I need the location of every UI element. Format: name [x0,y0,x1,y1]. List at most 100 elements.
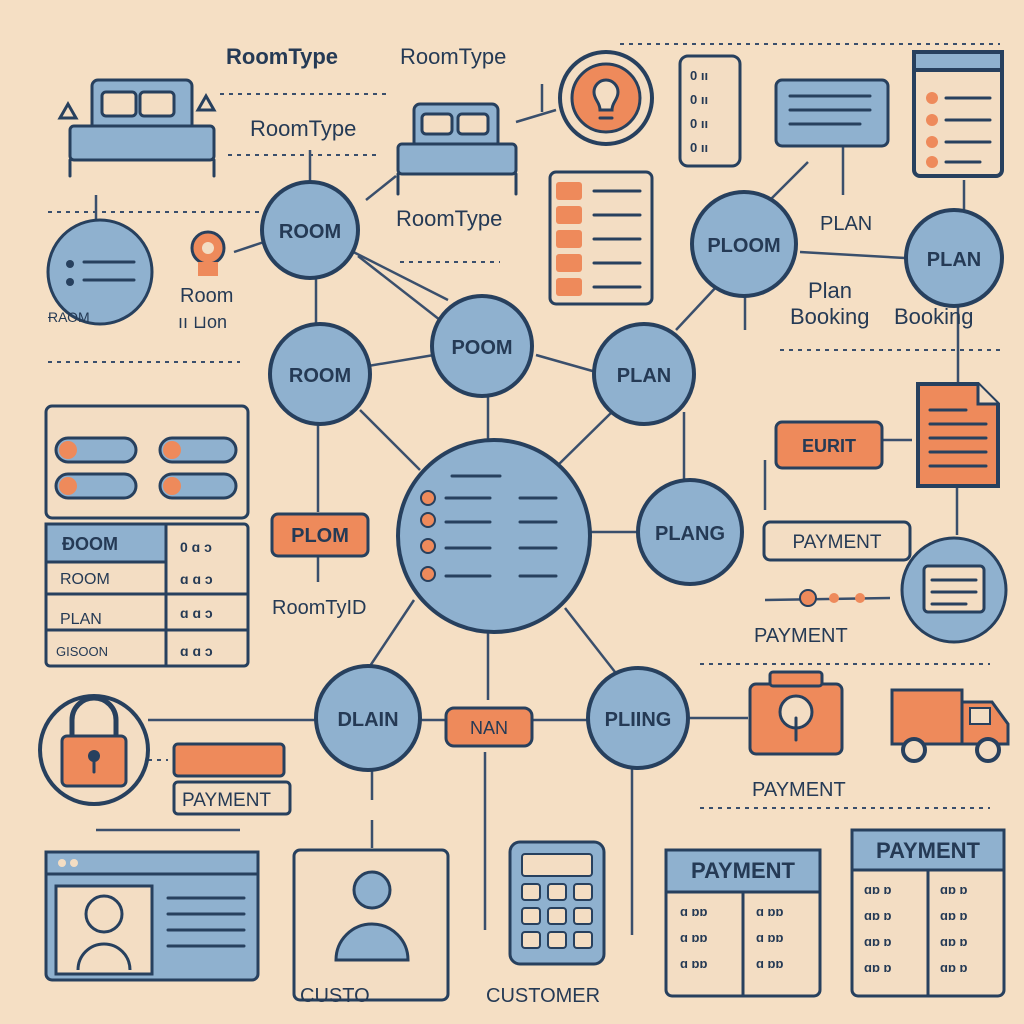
customer-box [292,848,450,1002]
truck-icon [890,688,1010,763]
plan-top-label: PLAN [820,213,872,235]
roomtype-label-under: RoomType [250,116,356,141]
svg-text:0 ıı: 0 ıı [690,140,708,155]
node-room-a-label: ROOM [279,221,341,243]
customer-right-label: CUSTOMER [486,985,600,1007]
node-poom[interactable]: POOM [430,294,534,398]
bed-icon [68,78,216,178]
window-circle-icon [900,536,1008,644]
bed-icon [396,102,518,196]
lightbulb-icon [558,50,654,146]
node-dlain[interactable]: DLAIN [314,664,422,772]
plan-booking-label: Plan [808,278,852,303]
document-icon [912,50,1004,178]
node-poom-label: POOM [451,337,512,359]
nan-pill[interactable]: NAN [444,706,534,748]
node-dlain-label: DLAIN [337,709,398,731]
eurit-pill[interactable]: EURIT [774,420,884,470]
node-plang[interactable]: PLANG [636,478,744,586]
value-list-card: 0 ıı 0 ıı 0 ıı 0 ıı [678,54,742,168]
svg-text:ɑ ɒɒ: ɑ ɒɒ [680,956,707,971]
svg-text:0 ɑ ɔ: 0 ɑ ɔ [180,539,212,555]
table-row: PLAN [60,611,102,628]
pin-icon [190,230,226,276]
node-room-b[interactable]: ROOM [268,322,372,426]
customer-left-label: CUSTO [300,985,370,1007]
node-room-a[interactable]: ROOM [260,180,360,280]
svg-text:0 ıı: 0 ıı [690,92,708,107]
payment-right-label: PAYMENT [754,625,848,647]
node-pliing[interactable]: PLIING [586,666,690,770]
roomtype-label-bed: RoomType [396,206,502,231]
booking-label-1: Booking [790,304,870,329]
room-page-faint: ɌАОМ [48,309,90,325]
svg-text:ɑ ɒɒ: ɑ ɒɒ [756,904,783,919]
toggle-panel [44,404,250,520]
svg-text:ɑɒ ɒ: ɑɒ ɒ [940,908,967,923]
svg-text:ɑ ɒɒ: ɑ ɒɒ [680,930,707,945]
table-row: ÐOOM [62,534,118,554]
svg-text:ɑɒ ɒ: ɑɒ ɒ [864,934,891,949]
list-circle-icon [46,218,154,326]
payment-lower-label: PAYMENT [752,779,846,801]
roomtyid-label: RoomTyID [272,597,366,619]
room-side-sublabel: ıı ⊔on [178,312,227,332]
eurit-pill-label: EURIT [802,436,856,456]
drop-icon [57,92,217,120]
plom-pill-label: PLOM [291,525,349,547]
svg-text:0 ıı: 0 ıı [690,68,708,83]
room-table: ÐOOM ROOM PLAN GISOON 0 ɑ ɔ ɑ ɑ ɔ ɑ ɑ ɔ … [44,522,250,668]
node-plan-b[interactable]: PLAN [592,322,696,426]
payment-card2-title: PAYMENT [876,838,980,863]
lock-icon [38,694,150,806]
icon-list-card [548,170,654,306]
svg-text:ɑɒ ɒ: ɑɒ ɒ [940,882,967,897]
svg-text:0 ıı: 0 ıı [690,116,708,131]
payment-button[interactable]: PAYMENT [762,520,912,562]
node-room-b-label: ROOM [289,365,351,387]
node-plan-a-label: PLAN [927,249,981,271]
node-plan-a[interactable]: PLAN [904,208,1004,308]
payment-left-pill[interactable]: PAYMENT [172,742,292,816]
user-icon [76,894,132,971]
document-icon [916,382,1000,488]
svg-text:ɑɒ ɒ: ɑɒ ɒ [940,960,967,975]
node-ploom[interactable]: PLOOM [690,190,798,298]
edge-layer [40,43,1000,935]
list-window-card [774,78,890,148]
profile-window [44,850,260,982]
roomtype-label-left: RoomType [226,44,338,69]
central-hub-node[interactable] [396,438,592,634]
table-row: GISOON [56,644,108,659]
payment-card: PAYMENT ɑɒ ɒ ɑɒ ɒ ɑɒ ɒ ɑɒ ɒ ɑɒ ɒ ɑɒ ɒ ɑɒ… [850,828,1006,998]
node-plan-b-label: PLAN [617,365,671,387]
booking-label-2: Booking [894,304,974,329]
nan-pill-label: NAN [470,718,508,738]
svg-text:ɑɒ ɒ: ɑɒ ɒ [864,908,891,923]
svg-text:ɑ ɒɒ: ɑ ɒɒ [756,956,783,971]
connector-dots [799,589,865,607]
roomtype-label-mid: RoomType [400,44,506,69]
svg-text:ɑ ɒɒ: ɑ ɒɒ [756,930,783,945]
svg-text:ɑ ɑ ɔ: ɑ ɑ ɔ [180,643,213,659]
node-pliing-label: PLIING [605,709,672,731]
svg-text:ɑɒ ɒ: ɑɒ ɒ [940,934,967,949]
payment-card: PAYMENT ɑ ɒɒ ɑ ɒɒ ɑ ɒɒ ɑ ɒɒ ɑ ɒɒ ɑ ɒɒ [664,848,822,998]
payment-left-label: PAYMENT [182,790,271,811]
svg-text:ɑ ɒɒ: ɑ ɒɒ [680,904,707,919]
node-plang-label: PLANG [655,523,725,545]
table-row: ROOM [60,571,110,588]
svg-text:ɑɒ ɒ: ɑɒ ɒ [864,960,891,975]
calculator-icon [508,840,606,966]
svg-text:ɑ ɑ ɔ: ɑ ɑ ɔ [180,571,213,587]
node-ploom-label: PLOOM [707,235,780,257]
payment-card1-title: PAYMENT [691,858,795,883]
svg-text:ɑ ɑ ɔ: ɑ ɑ ɔ [180,605,213,621]
plom-pill[interactable]: PLOM [270,512,370,558]
room-side-label: Room [180,285,233,307]
user-icon [334,870,410,962]
svg-text:ɑɒ ɒ: ɑɒ ɒ [864,882,891,897]
lightbulb-icon [748,670,844,756]
payment-button-label: PAYMENT [792,532,881,553]
